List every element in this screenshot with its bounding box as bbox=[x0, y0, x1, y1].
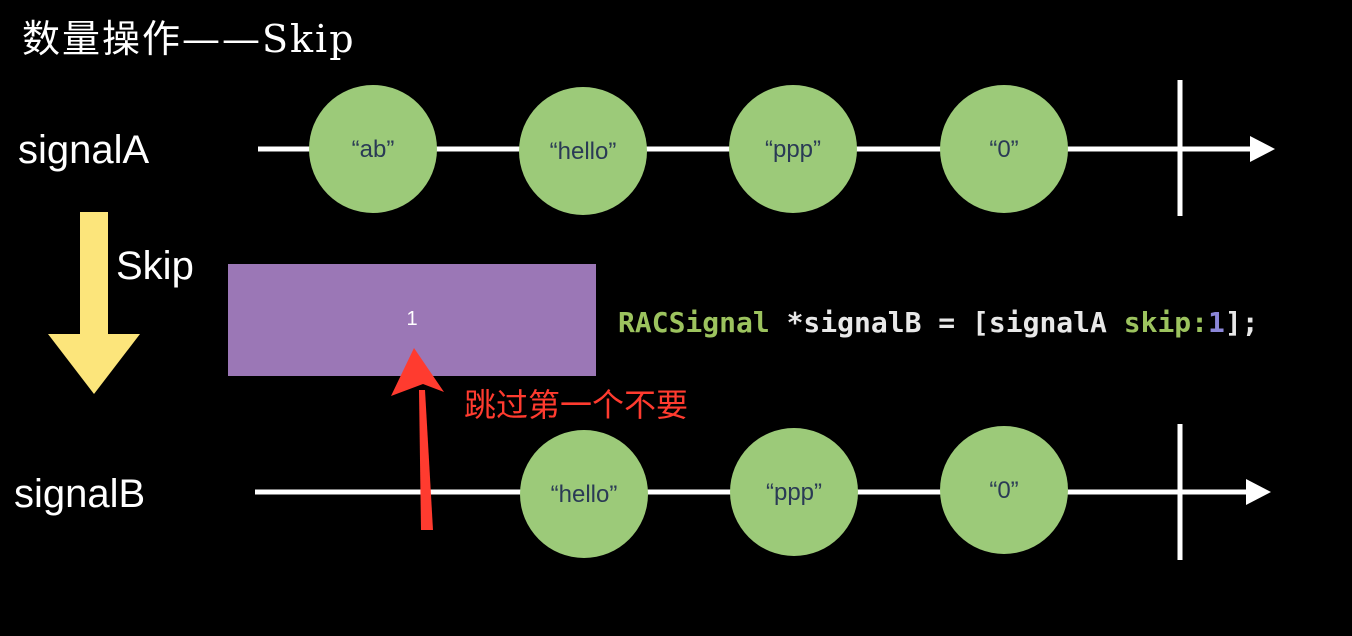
transform-arrow bbox=[48, 212, 140, 394]
signal-a-arrowhead bbox=[1250, 136, 1275, 162]
code-part-2: ]; bbox=[1224, 306, 1259, 339]
marble: “0” bbox=[940, 426, 1068, 554]
code-method: skip: bbox=[1123, 306, 1209, 339]
annotation-text: 跳过第一个不要 bbox=[464, 386, 689, 424]
marble: “hello” bbox=[520, 430, 648, 558]
svg-text:“hello”: “hello” bbox=[551, 481, 618, 508]
svg-text:“0”: “0” bbox=[989, 477, 1018, 504]
svg-text:“hello”: “hello” bbox=[550, 138, 617, 165]
page-title: 数量操作——Skip bbox=[22, 17, 356, 61]
marble: “hello” bbox=[519, 87, 647, 215]
signal-b-label: signalB bbox=[14, 472, 146, 516]
svg-text:“ppp”: “ppp” bbox=[765, 136, 821, 163]
code-part-1: *signalB = [signalA bbox=[769, 306, 1124, 339]
annotation-arrow bbox=[391, 348, 444, 530]
code-class-name: RACSignal bbox=[618, 306, 770, 339]
marble: “ppp” bbox=[730, 428, 858, 556]
signal-a-label: signalA bbox=[18, 128, 150, 172]
code-arg: 1 bbox=[1208, 306, 1225, 339]
operator-param: 1 bbox=[406, 308, 418, 330]
signal-b-arrowhead bbox=[1246, 479, 1271, 505]
marble: “ab” bbox=[309, 85, 437, 213]
svg-text:“ppp”: “ppp” bbox=[766, 479, 822, 506]
operator-label: Skip bbox=[116, 244, 194, 288]
svg-text:“0”: “0” bbox=[989, 136, 1018, 163]
svg-text:“ab”: “ab” bbox=[352, 136, 395, 163]
marble: “ppp” bbox=[729, 85, 857, 213]
code-snippet: RACSignal *signalB = [signalA skip:1]; bbox=[618, 306, 1259, 339]
marble: “0” bbox=[940, 85, 1068, 213]
